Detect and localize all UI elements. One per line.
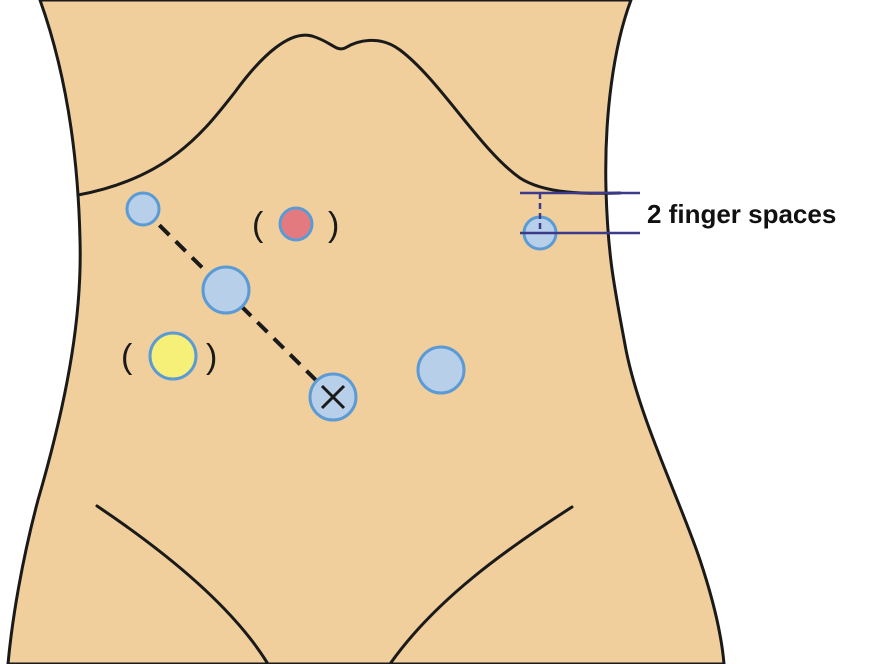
paren-close-yellow: ): [206, 338, 217, 376]
torso-silhouette: [8, 0, 724, 664]
port-optional-yellow: [150, 333, 196, 379]
paren-open-red: (: [252, 206, 264, 244]
port-mid-line: [203, 267, 249, 313]
finger-spaces-label: 2 finger spaces: [647, 199, 836, 229]
port-right-lower: [418, 347, 464, 393]
port-subxiphoid: [127, 193, 159, 225]
port-upper-optional-red: [280, 208, 312, 240]
paren-close-red: ): [328, 206, 339, 244]
paren-open-yellow: (: [121, 338, 133, 376]
